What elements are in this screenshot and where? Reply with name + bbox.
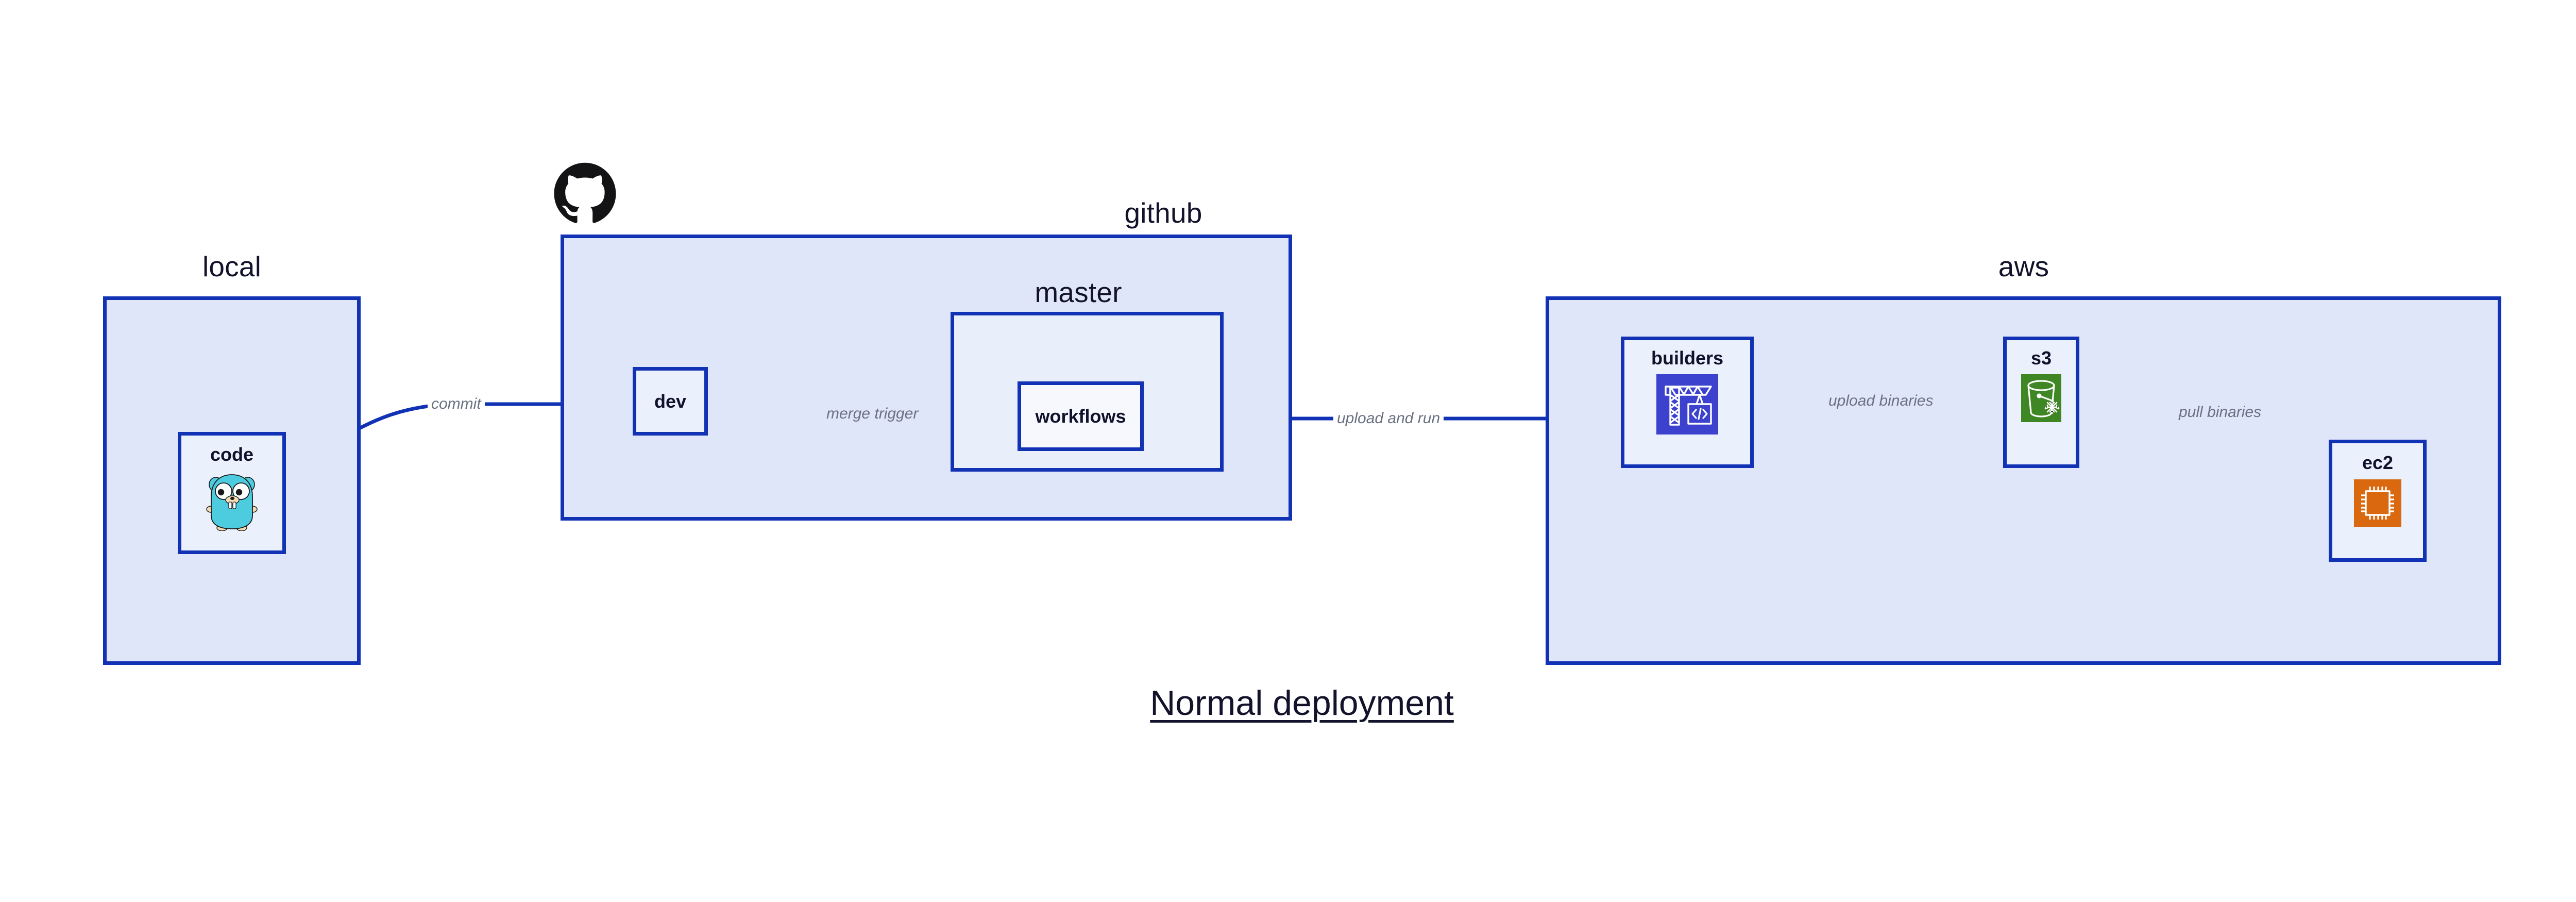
node-label-dev: dev [654,390,687,412]
edge-label-commit: commit [428,396,485,412]
aws-codebuild-icon [1656,374,1718,437]
group-label-aws: aws [1998,250,2049,282]
edge-label-upload-binaries: upload binaries [1825,393,1937,409]
diagram-title: Normal deployment [1150,683,1454,723]
node-label-s3: s3 [2030,347,2052,369]
aws-s3-icon [2021,374,2061,425]
group-label-github: github [1124,197,1202,229]
go-gopher-icon [205,470,259,533]
node-label-workflows: workflows [1035,405,1126,427]
github-octocat-icon [553,161,617,225]
node-code[interactable]: code [178,432,286,554]
node-label-ec2: ec2 [2362,452,2394,473]
node-s3[interactable]: s3 [2003,337,2079,468]
edge-label-pull-binaries: pull binaries [2175,405,2265,420]
edge-label-upload-and-run: upload and run [1333,411,1444,426]
node-builders[interactable]: builders [1621,337,1754,468]
edge-label-merge-trigger: merge trigger [823,406,922,422]
aws-ec2-icon [2354,479,2401,529]
node-label-code: code [210,444,254,465]
node-label-builders: builders [1651,347,1724,369]
node-workflows[interactable]: workflows [1018,381,1144,451]
group-label-master: master [1035,276,1122,308]
node-dev[interactable]: dev [633,367,708,436]
node-ec2[interactable]: ec2 [2329,440,2427,562]
group-label-local: local [202,250,262,282]
